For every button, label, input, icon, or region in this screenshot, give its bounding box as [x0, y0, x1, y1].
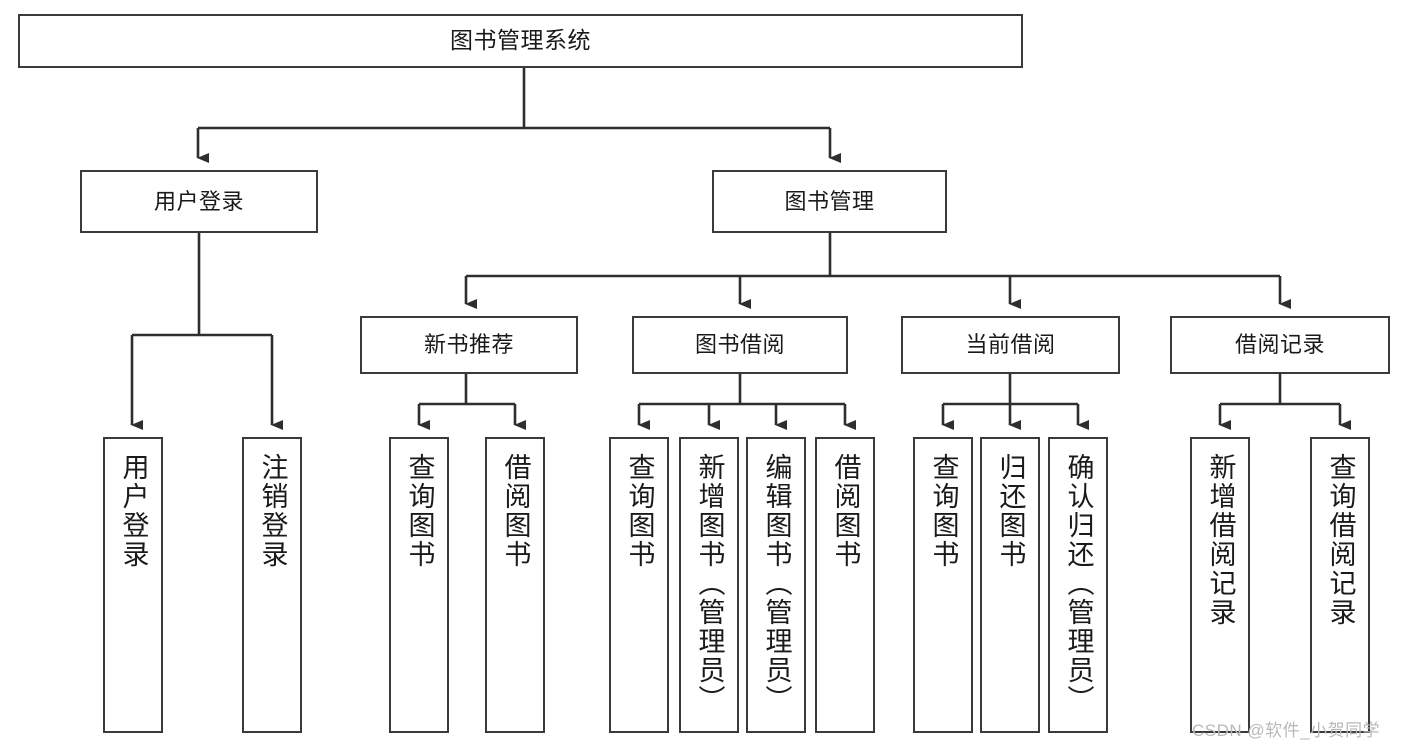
leaf-borrow-book-label: 借阅图书 — [830, 453, 861, 569]
leaf-query-book-borrow[interactable]: 查询图书 — [609, 437, 669, 733]
leaf-edit-book-admin[interactable]: 编辑图书（管理员） — [746, 437, 806, 733]
leaf-query-borrow-record-label: 查询借阅记录 — [1325, 453, 1356, 627]
leaf-borrow-book[interactable]: 借阅图书 — [815, 437, 875, 733]
node-book-borrow[interactable]: 图书借阅 — [632, 316, 848, 374]
leaf-confirm-return-admin[interactable]: 确认归还（管理员） — [1048, 437, 1108, 733]
node-user-login[interactable]: 用户登录 — [80, 170, 318, 233]
node-book-management[interactable]: 图书管理 — [712, 170, 947, 233]
node-root[interactable]: 图书管理系统 — [18, 14, 1023, 68]
node-user-login-label: 用户登录 — [153, 188, 244, 214]
node-current-borrow[interactable]: 当前借阅 — [901, 316, 1120, 374]
node-borrow-record[interactable]: 借阅记录 — [1170, 316, 1390, 374]
leaf-add-borrow-record[interactable]: 新增借阅记录 — [1190, 437, 1250, 733]
leaf-user-login-label: 用户登录 — [118, 453, 149, 569]
leaf-add-borrow-record-label: 新增借阅记录 — [1205, 453, 1236, 627]
leaf-query-book-borrow-label: 查询图书 — [624, 453, 655, 569]
leaf-add-book-admin[interactable]: 新增图书（管理员） — [679, 437, 739, 733]
leaf-query-borrow-record[interactable]: 查询借阅记录 — [1310, 437, 1370, 733]
node-book-management-label: 图书管理 — [784, 188, 875, 214]
leaf-return-book-label: 归还图书 — [995, 453, 1026, 569]
leaf-query-book-current[interactable]: 查询图书 — [913, 437, 973, 733]
leaf-borrow-book-recommend[interactable]: 借阅图书 — [485, 437, 545, 733]
leaf-query-book-current-label: 查询图书 — [928, 453, 959, 569]
leaf-query-book-recommend-label: 查询图书 — [404, 453, 435, 569]
leaf-logout[interactable]: 注销登录 — [242, 437, 302, 733]
leaf-query-book-recommend[interactable]: 查询图书 — [389, 437, 449, 733]
csdn-watermark: CSDN @软件_小贺同学 — [1192, 721, 1381, 740]
leaf-logout-label: 注销登录 — [257, 453, 288, 569]
leaf-return-book[interactable]: 归还图书 — [980, 437, 1040, 733]
node-root-label: 图书管理系统 — [450, 27, 591, 54]
leaf-borrow-book-recommend-label: 借阅图书 — [500, 453, 531, 569]
leaf-user-login[interactable]: 用户登录 — [103, 437, 163, 733]
node-borrow-record-label: 借阅记录 — [1234, 332, 1325, 358]
node-book-borrow-label: 图书借阅 — [694, 332, 785, 358]
leaf-add-book-admin-label: 新增图书（管理员） — [694, 453, 725, 714]
leaf-confirm-return-admin-label: 确认归还（管理员） — [1063, 453, 1094, 714]
node-new-book-recommend-label: 新书推荐 — [423, 332, 514, 358]
node-current-borrow-label: 当前借阅 — [965, 332, 1056, 358]
node-new-book-recommend[interactable]: 新书推荐 — [360, 316, 578, 374]
leaf-edit-book-admin-label: 编辑图书（管理员） — [761, 453, 792, 714]
